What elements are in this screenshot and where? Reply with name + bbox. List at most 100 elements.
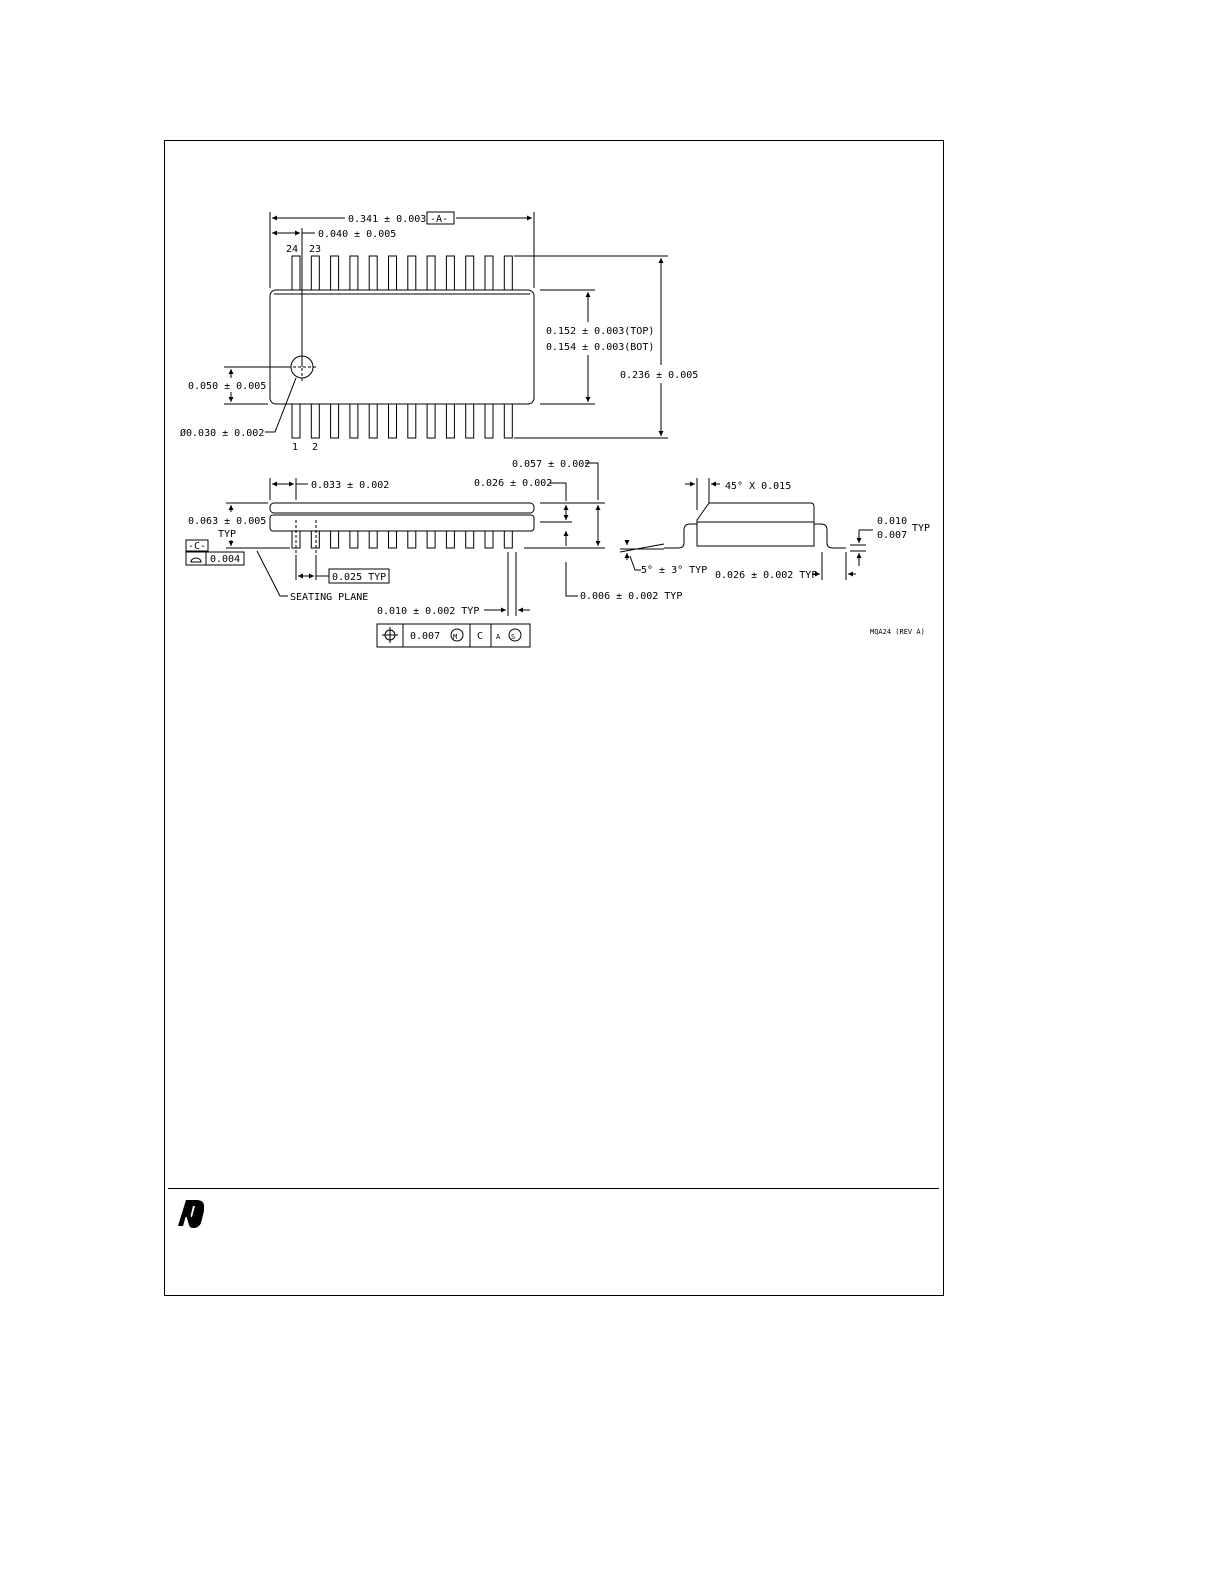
datum-c-box [185, 539, 209, 552]
lead-pitch-label: 0.025 TYP [332, 572, 386, 583]
datum-c-label: -C- [188, 541, 206, 552]
rfs-modifier-circle [508, 628, 522, 642]
foot-length-label: 0.026 ± 0.002 TYP [715, 570, 817, 581]
lead-side [503, 530, 513, 549]
datum-a-box [426, 211, 455, 225]
end-view-right-lead [814, 523, 846, 549]
surface-profile-icon [190, 557, 202, 563]
angle-ref-line [619, 543, 665, 553]
lead-upper [484, 255, 494, 291]
lead-upper [445, 255, 455, 291]
mark-offset-label: 0.050 ± 0.005 [188, 381, 266, 392]
lead-side [388, 530, 397, 549]
lead-width-label: 0.010 ± 0.002 TYP [377, 606, 479, 617]
body-height-label: 0.026 ± 0.002 [474, 478, 552, 489]
lead-upper [407, 255, 417, 291]
end-offset-label: 0.033 ± 0.002 [311, 480, 389, 491]
datum-ref-c: C [477, 631, 483, 642]
position-tolerance-frame: 0.007 M C A S [376, 623, 531, 648]
chamfer-label: 45° X 0.015 [725, 481, 791, 492]
lead-upper [291, 255, 301, 291]
lead-thickness-min: 0.007 [877, 530, 907, 541]
lead-lower [445, 403, 455, 439]
top-leads-upper [291, 255, 513, 291]
standoff-typ-value: 0.006 ± 0.002 TYP [580, 591, 682, 602]
drawing-id: MQA24 (REV A) [870, 628, 925, 636]
rfs-modifier-label: S [511, 633, 515, 641]
standoff-label: 0.063 ± 0.005 [188, 516, 266, 527]
end-view-body [696, 502, 815, 547]
lead-lower [465, 403, 475, 439]
footer-rule [168, 1188, 939, 1189]
lead-lower [407, 403, 417, 439]
body-width-bot-label: 0.154 ± 0.003(BOT) [546, 342, 654, 353]
seating-plane-label: SEATING PLANE [290, 592, 368, 603]
end-view-left-lead [664, 523, 697, 549]
position-tol-label: 0.007 [410, 631, 440, 642]
lead-side [330, 530, 340, 549]
datum-ref-a: A [496, 633, 501, 641]
overall-width-label: 0.236 ± 0.005 [620, 370, 698, 381]
lead-lower [388, 403, 397, 439]
leader [629, 555, 641, 571]
top-view-body [269, 289, 535, 405]
lead-thickness-max: 0.010 [877, 516, 907, 527]
side-view: 0.033 ± 0.002 0.057 ± 0.002 0.026 ± 0.00… [185, 459, 682, 648]
leader [550, 482, 567, 501]
mark-diameter-label: Ø0.030 ± 0.002 [180, 427, 264, 439]
lead-side [349, 530, 359, 549]
end-view: 45° X 0.015 0.010 0.007 TYP 5° ± 3° TYP … [619, 478, 930, 581]
lead-side [368, 530, 378, 549]
body-width-top-label: 0.152 ± 0.003(TOP) [546, 326, 654, 337]
side-leads [291, 530, 513, 549]
lead-lower [484, 403, 494, 439]
lead-upper [368, 255, 378, 291]
datum-a-label: -A- [430, 214, 448, 225]
lead-lower [349, 403, 359, 439]
lead-lower [291, 403, 301, 439]
lead-side [426, 530, 436, 549]
lead-side [465, 530, 475, 549]
tolerance-frame-box [376, 623, 531, 648]
pitch-offset-label: 0.040 ± 0.005 [318, 229, 396, 240]
lead-lower [330, 403, 340, 439]
lead-lower [310, 403, 320, 439]
logo-mark [178, 1200, 204, 1228]
pin-2-label: 2 [312, 442, 318, 453]
flatness-label: 0.004 [210, 554, 240, 565]
leader [565, 562, 578, 597]
pin-23-label: 23 [309, 244, 321, 255]
lead-upper [310, 255, 320, 291]
foot-angle-label: 5° ± 3° TYP [641, 565, 707, 576]
company-logo [178, 1200, 204, 1228]
total-height-label: 0.057 ± 0.002 [512, 459, 590, 470]
leader [585, 462, 599, 500]
pin-1-label: 1 [292, 442, 298, 453]
flatness-frame [185, 551, 245, 566]
mmc-modifier-label: M [453, 633, 457, 641]
standoff-typ-label: TYP [218, 529, 236, 540]
leader [256, 550, 288, 597]
lead-side [407, 530, 417, 549]
lead-side [310, 530, 320, 549]
lead-lower [368, 403, 378, 439]
lead-upper [465, 255, 475, 291]
lead-side [484, 530, 494, 549]
lead-upper [503, 255, 513, 291]
lead-lower [503, 403, 513, 439]
side-body-top [269, 502, 535, 514]
mmc-modifier-circle [450, 628, 464, 642]
lead-upper [388, 255, 397, 291]
lead-upper [426, 255, 436, 291]
lead-side [445, 530, 455, 549]
leader [265, 377, 297, 433]
lead-thickness-typ: TYP [912, 523, 930, 534]
lead-lower [426, 403, 436, 439]
lead-upper [330, 255, 340, 291]
lead-upper [349, 255, 359, 291]
drawing-frame [164, 140, 944, 1296]
overall-length-label: 0.341 ± 0.003 [348, 214, 426, 225]
top-view: 0.341 ± 0.003 -A- 0.040 ± 0.005 24 23 1 … [180, 211, 698, 453]
side-body-bottom [269, 514, 535, 532]
